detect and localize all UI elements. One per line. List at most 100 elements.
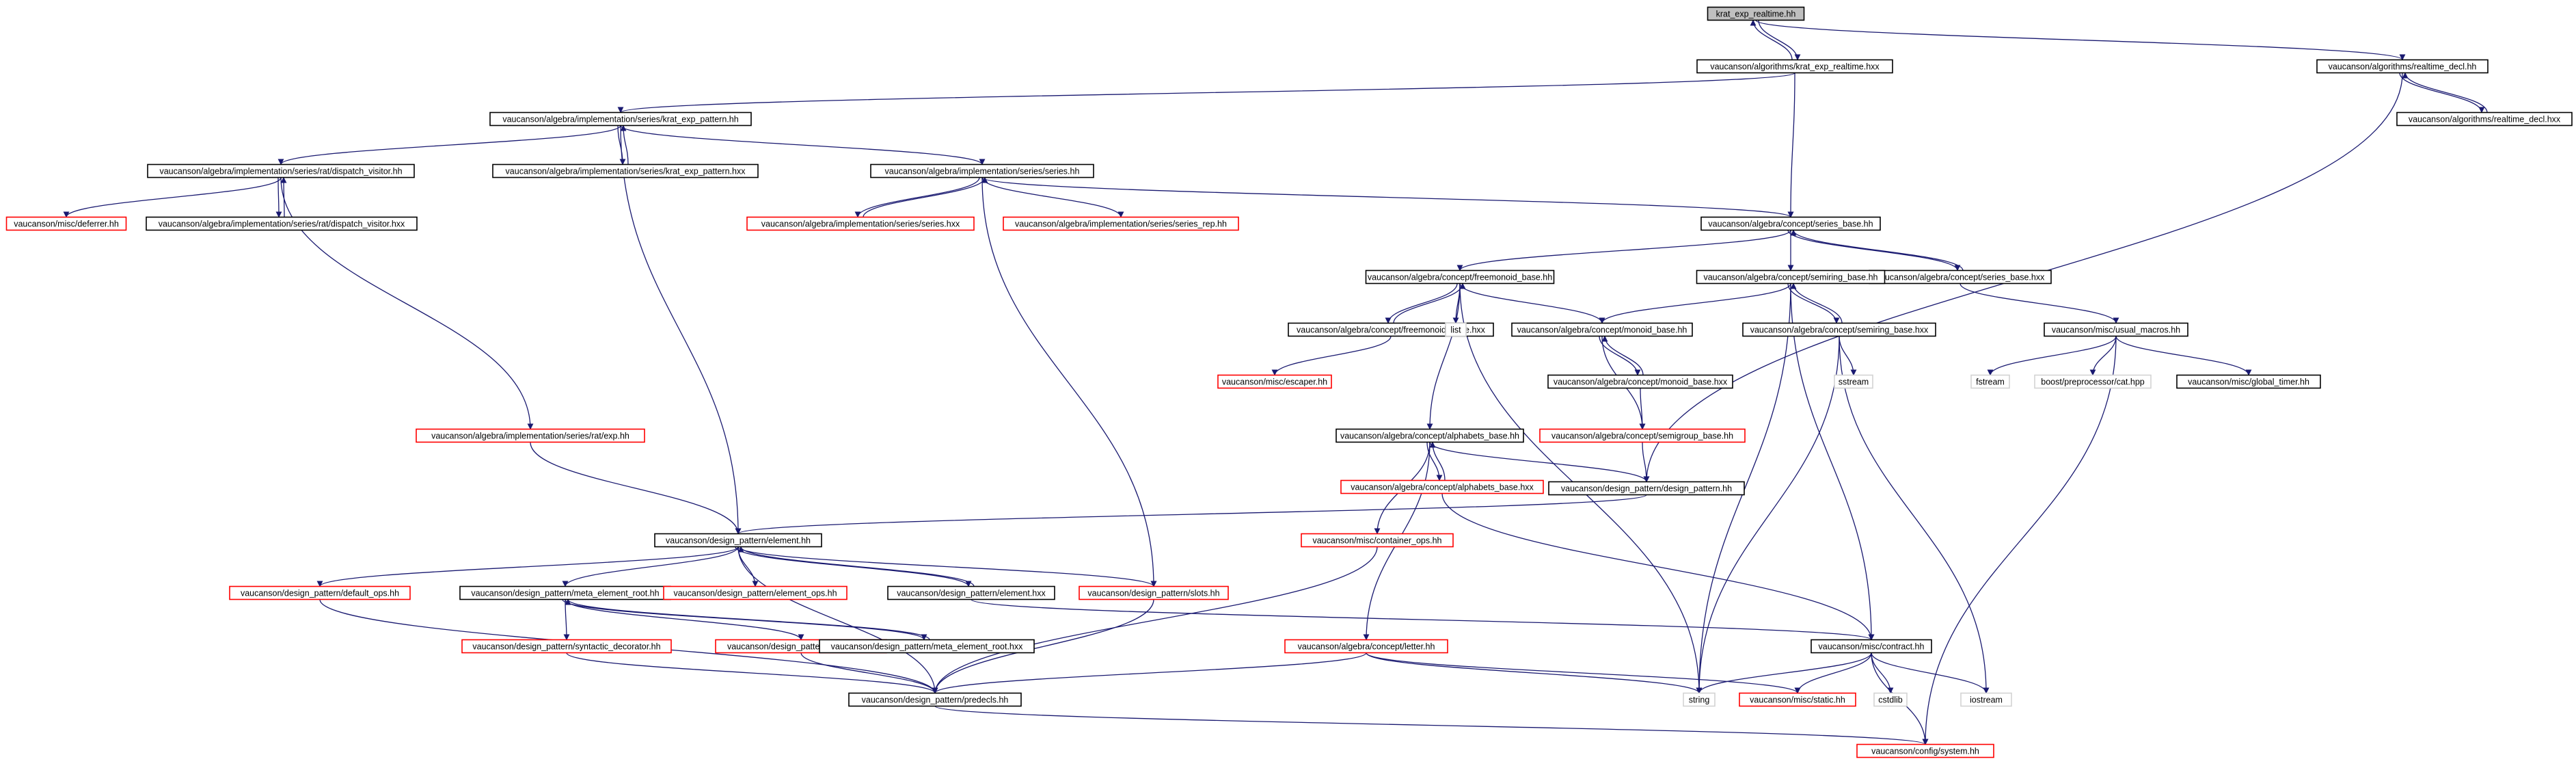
node-box — [1003, 216, 1239, 231]
edge-predecls-to-system — [934, 705, 1929, 745]
node-label: krat_exp_realtime.hh — [1716, 10, 1796, 19]
node-kep-hxx[interactable]: vaucanson/algebra/implementation/series/… — [492, 163, 759, 178]
edge-monoid_hxx-to-semigroup — [1639, 388, 1646, 430]
node-box — [147, 163, 415, 178]
node-default-ops[interactable]: vaucanson/design_pattern/default_ops.hh — [229, 585, 411, 600]
node-box — [1365, 269, 1555, 284]
node-dv-hxx[interactable]: vaucanson/algebra/implementation/series/… — [146, 216, 418, 231]
edge-usual_macros-to-fstream — [1987, 336, 2117, 376]
node-contract[interactable]: vaucanson/misc/contract.hh — [1811, 639, 1932, 654]
node-box — [887, 585, 1055, 600]
edge-algo_krat_hxx-to-krat_rt_hh — [1750, 19, 1793, 60]
node-cstdlib: cstdlib — [1873, 692, 1908, 707]
node-algo-rt-decl-hh[interactable]: vaucanson/algorithms/realtime_decl.hh — [2316, 59, 2489, 74]
node-box — [2034, 374, 2152, 389]
node-fm-hh[interactable]: vaucanson/algebra/concept/freemonoid_bas… — [1365, 269, 1555, 284]
node-escaper[interactable]: vaucanson/misc/escaper.hh — [1217, 374, 1332, 389]
node-krat-rt-hh[interactable]: krat_exp_realtime.hh — [1707, 6, 1805, 21]
node-label: vaucanson/algebra/concept/series_base.hh — [1708, 220, 1873, 229]
node-container-ops[interactable]: vaucanson/misc/container_ops.hh — [1301, 533, 1454, 548]
node-label: list — [1450, 326, 1461, 335]
edge-monoid_hh-to-monoid_hxx — [1599, 336, 1641, 376]
node-iostream: iostream — [1960, 692, 2012, 707]
node-box — [819, 639, 1035, 654]
node-global-timer[interactable]: vaucanson/misc/global_timer.hh — [2176, 374, 2321, 389]
node-label: vaucanson/algebra/implementation/series/… — [761, 220, 960, 229]
node-label: vaucanson/algebra/concept/series_base.hx… — [1876, 273, 2045, 282]
edge-element_hh-to-default_ops — [316, 546, 739, 587]
node-box — [654, 533, 822, 548]
node-rat-exp[interactable]: vaucanson/algebra/implementation/series/… — [416, 428, 645, 443]
node-algo-rt-decl-hxx[interactable]: vaucanson/algorithms/realtime_decl.hxx — [2396, 111, 2573, 127]
node-box — [1683, 692, 1716, 707]
node-static[interactable]: vaucanson/misc/static.hh — [1739, 692, 1856, 707]
edges-layer — [63, 19, 2488, 745]
node-element-hxx[interactable]: vaucanson/design_pattern/element.hxx — [887, 585, 1055, 600]
node-alpha-hxx[interactable]: vaucanson/algebra/concept/alphabets_base… — [1340, 479, 1544, 494]
node-series-base-hh[interactable]: vaucanson/algebra/concept/series_base.hh — [1700, 216, 1881, 231]
node-syntactic[interactable]: vaucanson/design_pattern/syntactic_decor… — [461, 639, 672, 654]
node-series-rep[interactable]: vaucanson/algebra/implementation/series/… — [1003, 216, 1239, 231]
node-series-hxx[interactable]: vaucanson/algebra/implementation/series/… — [746, 216, 975, 231]
node-box — [489, 111, 752, 127]
node-semigroup[interactable]: vaucanson/algebra/concept/semigroup_base… — [1539, 428, 1746, 443]
node-mer-hh[interactable]: vaucanson/design_pattern/meta_element_ro… — [459, 585, 671, 600]
node-label: vaucanson/misc/container_ops.hh — [1312, 536, 1441, 546]
edge-semiring_hh-to-string — [1696, 283, 1791, 694]
node-element-ops[interactable]: vaucanson/design_pattern/element_ops.hh — [663, 585, 848, 600]
edge-fm_hxx-to-fm_hh — [1393, 282, 1466, 323]
edge-algo_rt_decl_hxx-to-algo_rt_decl_hh — [2402, 72, 2488, 113]
node-label: vaucanson/algebra/implementation/series/… — [431, 432, 629, 441]
edge-usual_macros-to-global_timer — [2115, 336, 2252, 376]
edge-contract-to-string — [1696, 652, 1872, 694]
node-label: vaucanson/algebra/concept/semigroup_base… — [1551, 432, 1733, 441]
node-usual-macros[interactable]: vaucanson/misc/usual_macros.hh — [2044, 322, 2188, 337]
edge-fm_hh-to-monoid_hh — [1459, 283, 1605, 324]
node-boost-cat: boost/preprocessor/cat.hpp — [2034, 374, 2152, 389]
node-semiring-hh[interactable]: vaucanson/algebra/concept/semiring_base.… — [1696, 269, 1886, 284]
node-alpha-hh[interactable]: vaucanson/algebra/concept/alphabets_base… — [1336, 428, 1524, 443]
node-series-base-hxx[interactable]: vaucanson/algebra/concept/series_base.hx… — [1869, 269, 2052, 284]
node-kep-hh[interactable]: vaucanson/algebra/implementation/series/… — [489, 111, 752, 127]
node-deferrer[interactable]: vaucanson/misc/deferrer.hh — [5, 216, 127, 231]
edge-structure-to-predecls — [800, 652, 938, 694]
edge-element_hh-to-element_hxx — [735, 546, 972, 587]
node-label: vaucanson/algebra/concept/monoid_base.hh — [1517, 326, 1687, 335]
node-letter[interactable]: vaucanson/algebra/concept/letter.hh — [1284, 639, 1448, 654]
node-box — [746, 216, 975, 231]
edge-element_hh-to-mer_hh — [562, 546, 739, 587]
node-label: vaucanson/algebra/concept/alphabets_base… — [1351, 483, 1534, 492]
node-box — [1739, 692, 1856, 707]
node-system[interactable]: vaucanson/config/system.hh — [1856, 743, 1994, 758]
node-box — [1970, 374, 2010, 389]
node-element-hh[interactable]: vaucanson/design_pattern/element.hh — [654, 533, 822, 548]
node-dp-hh[interactable]: vaucanson/design_pattern/design_pattern.… — [1548, 481, 1745, 496]
node-box — [1284, 639, 1448, 654]
node-monoid-hxx[interactable]: vaucanson/algebra/concept/monoid_base.hx… — [1547, 374, 1733, 389]
node-label: vaucanson/algebra/implementation/series/… — [885, 167, 1080, 176]
edge-element_hh-to-predecls — [737, 546, 938, 694]
node-label: vaucanson/algebra/concept/letter.hh — [1298, 642, 1435, 652]
edge-dv_hh-to-deferrer — [63, 177, 282, 218]
node-label: vaucanson/design_pattern/meta_element_ro… — [471, 589, 659, 598]
edge-series_hh-to-series_hxx — [854, 177, 980, 218]
node-label: iostream — [1970, 696, 2003, 705]
node-box — [416, 428, 645, 443]
node-monoid-hh[interactable]: vaucanson/algebra/concept/monoid_base.hh — [1511, 322, 1693, 337]
node-box — [1696, 269, 1886, 284]
node-dv-hh[interactable]: vaucanson/algebra/implementation/series/… — [147, 163, 415, 178]
node-box — [229, 585, 411, 600]
node-box — [461, 639, 672, 654]
edge-usual_macros-to-system — [1922, 336, 2117, 745]
node-label: sstream — [1839, 378, 1869, 387]
node-slots[interactable]: vaucanson/design_pattern/slots.hh — [1079, 585, 1229, 600]
node-fm-hxx[interactable]: vaucanson/algebra/concept/freemonoid_bas… — [1288, 322, 1494, 337]
node-box — [1960, 692, 2012, 707]
node-box — [1539, 428, 1746, 443]
node-semiring-hxx[interactable]: vaucanson/algebra/concept/semiring_base.… — [1742, 322, 1936, 337]
node-label: vaucanson/algorithms/realtime_decl.hxx — [2409, 115, 2561, 124]
node-mer-hxx[interactable]: vaucanson/design_pattern/meta_element_ro… — [819, 639, 1035, 654]
node-predecls[interactable]: vaucanson/design_pattern/predecls.hh — [848, 692, 1022, 707]
node-series-hh[interactable]: vaucanson/algebra/implementation/series/… — [870, 163, 1094, 178]
node-algo-krat-hxx[interactable]: vaucanson/algorithms/krat_exp_realtime.h… — [1696, 59, 1893, 74]
